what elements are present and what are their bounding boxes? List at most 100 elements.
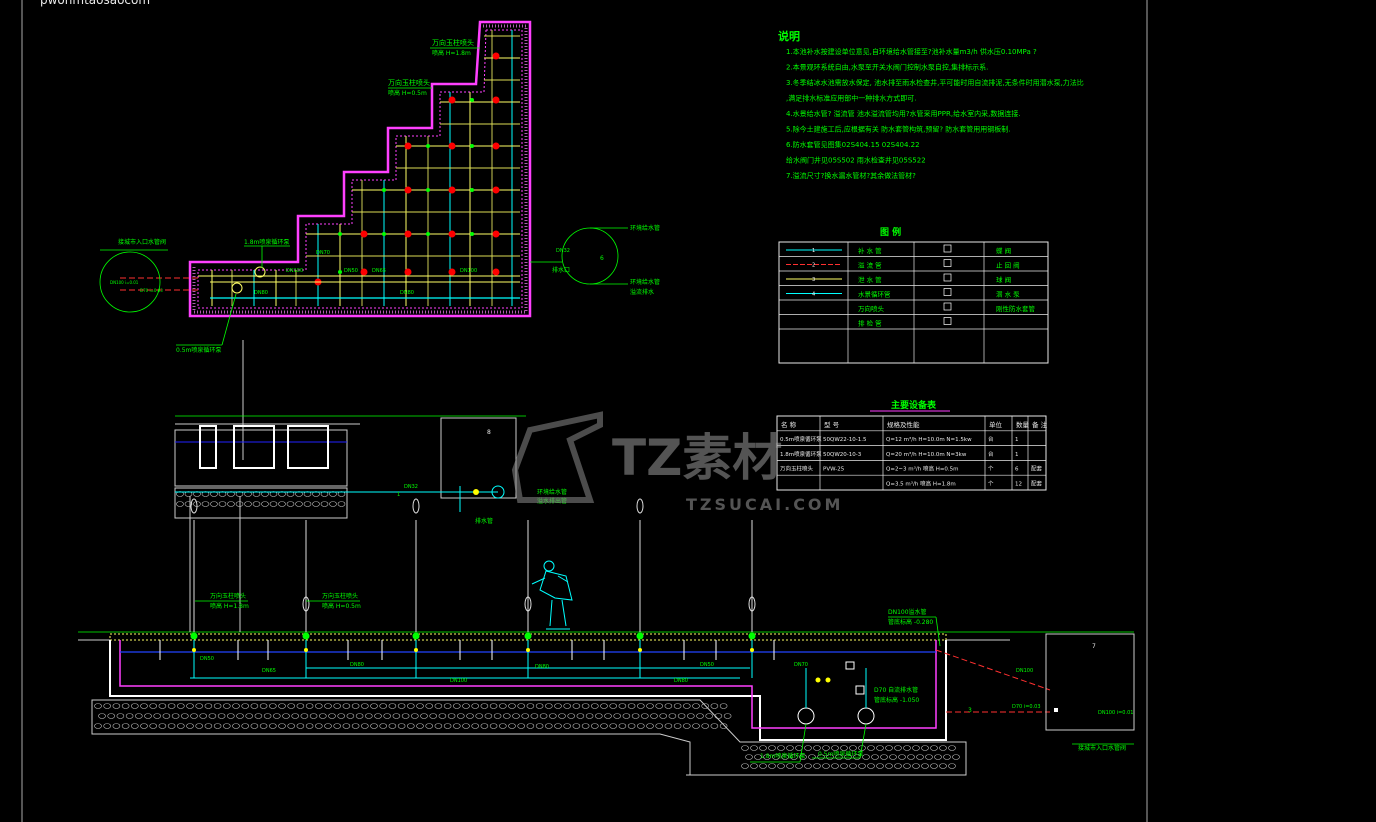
design-notes: 说明 1.本池补水按建设单位意见,自环境给水管接至?池补水量m3/h 供水压0.… — [778, 29, 1084, 180]
svg-text:接城市入口水管阀: 接城市入口水管阀 — [118, 238, 166, 246]
pipe-size-label: DN80 — [400, 290, 414, 296]
legend-item: 潜 水 泵 — [996, 290, 1020, 299]
section-nozzle-icon — [748, 632, 756, 640]
table-header: 备 注 — [1032, 420, 1048, 429]
plan-label-nozzle-05: 万向玉柱喷头 喷高 H=0.5m — [388, 78, 432, 97]
legend-item: 万向喷头 — [858, 304, 885, 313]
pipe-size-label: DN100 — [286, 268, 303, 274]
svg-text:环境给水管: 环境给水管 — [537, 488, 567, 496]
svg-text:DN32: DN32 — [556, 248, 570, 254]
nozzle-icon — [448, 186, 456, 194]
equipment-title: 主要设备表 — [891, 399, 937, 411]
nozzle-icon — [404, 230, 412, 238]
legend-item: 补 水 管 — [858, 246, 882, 255]
svg-text:管底标高 -0.280: 管底标高 -0.280 — [888, 618, 933, 626]
svg-text:DN100: DN100 — [1016, 668, 1033, 674]
table-cell: 6 — [1015, 467, 1019, 473]
svg-text:排水口: 排水口 — [552, 266, 570, 274]
svg-text:6: 6 — [600, 255, 604, 262]
nozzle-small-icon — [470, 98, 474, 102]
pipe-size-label: DN65 — [372, 268, 386, 274]
legend-item: 排 检 管 — [858, 319, 882, 328]
svg-text:D70 i=0.03: D70 i=0.03 — [1012, 704, 1041, 710]
drawing-frame: pwonmtaosaocom — [21, 0, 1148, 822]
table-cell: 台 — [988, 435, 994, 443]
pipe-size-label: DN50 — [700, 662, 714, 668]
table-header: 型 号 — [824, 420, 840, 429]
nozzle-small-icon — [426, 144, 430, 148]
pipe-size-label: DN100 — [450, 678, 467, 684]
svg-text:D70 i=0.03: D70 i=0.03 — [140, 288, 163, 293]
section-pump-05-icon — [857, 707, 875, 725]
note-item: 2.本景观环系统自由,水泵至开关水阀门控制水泵自控,集排标示系. — [786, 63, 988, 72]
nozzle-icon — [448, 268, 456, 276]
table-cell: 12 — [1015, 481, 1022, 487]
svg-text:溢流排水: 溢流排水 — [630, 288, 654, 296]
nozzle-small-icon — [382, 232, 386, 236]
pipe-size-label: DN80 — [350, 662, 364, 668]
plan-label-nozzle-18: 万向玉柱喷头 喷高 H=1.8m — [430, 38, 480, 57]
svg-text:D70 自流排水管: D70 自流排水管 — [874, 686, 918, 694]
watermark: TZ素材 TZSUCAI.COM — [511, 411, 843, 514]
table-cell: 个 — [988, 466, 994, 473]
plan-label-pump-05: 0.5m喷泉循环泵 — [176, 293, 237, 354]
table-cell: Q=3.5 m³/h 喷高 H=1.8m — [886, 479, 956, 487]
nozzle-icon — [492, 142, 500, 150]
svg-text:4: 4 — [812, 292, 815, 298]
table-cell: Q=12 m³/h H=10.0m N=1.5kw — [886, 436, 972, 443]
section-nozzle-icon — [302, 632, 310, 640]
table-cell: 1.8m喷泉循环泵 — [780, 450, 822, 458]
svg-text:3: 3 — [968, 707, 972, 714]
nozzle-icon — [360, 230, 368, 238]
svg-text:环境给水管: 环境给水管 — [630, 224, 660, 232]
pump-05-icon — [231, 282, 243, 294]
pipe-grid — [198, 30, 520, 306]
watermark-url: TZSUCAI.COM — [686, 495, 843, 514]
svg-text:喷高 H=1.8m: 喷高 H=1.8m — [432, 49, 471, 57]
svg-text:0.5m喷泉循环泵: 0.5m喷泉循环泵 — [176, 346, 221, 354]
section-nozzle-icon — [524, 632, 532, 640]
note-item: 给水阀门井见05S502 雨水检查井见05S522 — [786, 156, 926, 165]
svg-text:万向玉柱喷头: 万向玉柱喷头 — [322, 592, 358, 600]
section-pump-18-icon — [797, 707, 815, 725]
plan-inlet-ring: 接城市入口水管阀 DN100 i=0.01 D70 i=0.03 — [99, 238, 168, 313]
pipe-size-label: DN80 — [535, 664, 549, 670]
svg-text:1.8m喷泉循环泵: 1.8m喷泉循环泵 — [244, 238, 289, 246]
watermark-brand: TZ素材 — [612, 429, 782, 487]
svg-text:8: 8 — [487, 429, 491, 436]
nozzle-icon — [492, 96, 500, 104]
nozzle-markers — [314, 52, 500, 286]
svg-text:环境给水管: 环境给水管 — [630, 278, 660, 286]
section-nozzle-icon — [412, 632, 420, 640]
pipe-size-label: DN50 — [344, 268, 358, 274]
table-cell: 配套 — [1031, 465, 1043, 473]
table-cell: 1 — [1015, 452, 1019, 458]
note-item: 7.溢流尺寸?换水漏水管材?其余做法管材? — [786, 171, 916, 180]
table-cell: Q=2~3 m³/h 喷高 H=0.5m — [886, 465, 959, 473]
table-cell: 个 — [988, 480, 994, 487]
legend-item: 刚性防水套管 — [996, 304, 1036, 313]
note-item: 4.水景给水管? 溢流管 池水溢流管均用?水管采用PPR,给水室内采,数据连接. — [786, 109, 1021, 118]
pool-inner-wall — [197, 29, 523, 309]
table-cell: 50QW22-10-1.5 — [823, 437, 867, 443]
svg-text:DN100溢水管: DN100溢水管 — [888, 608, 927, 616]
pipe-size-label: DN80 — [254, 290, 268, 296]
table-cell: 50QW20-10-3 — [823, 452, 862, 458]
legend-item: 溢 流 管 — [858, 261, 882, 270]
note-item: 3.冬季结冰水池需放水保定, 池水排至雨水检查井,平可能时用自流排泥,无条件时用… — [786, 78, 1084, 87]
nozzle-icon — [448, 142, 456, 150]
svg-text:接城市入口水管阀: 接城市入口水管阀 — [1078, 744, 1126, 752]
svg-text:3: 3 — [812, 277, 815, 283]
table-cell: Q=20 m³/h H=10.0m N=3kw — [886, 451, 967, 458]
note-item: 6.防水套管见图集02S404.15 02S404.22 — [786, 140, 920, 149]
nozzle-icon — [492, 52, 500, 60]
note-item: 1.本池补水按建设单位意见,自环境给水管接至?池补水量m3/h 供水压0.10M… — [786, 47, 1037, 56]
table-cell: 台 — [988, 450, 994, 458]
nozzle-icon — [448, 96, 456, 104]
pool-outer-wall — [188, 20, 532, 318]
section-nozzle-icon — [190, 632, 198, 640]
nozzle-icon — [448, 230, 456, 238]
svg-text:喷高 H=0.5m: 喷高 H=0.5m — [322, 602, 361, 610]
